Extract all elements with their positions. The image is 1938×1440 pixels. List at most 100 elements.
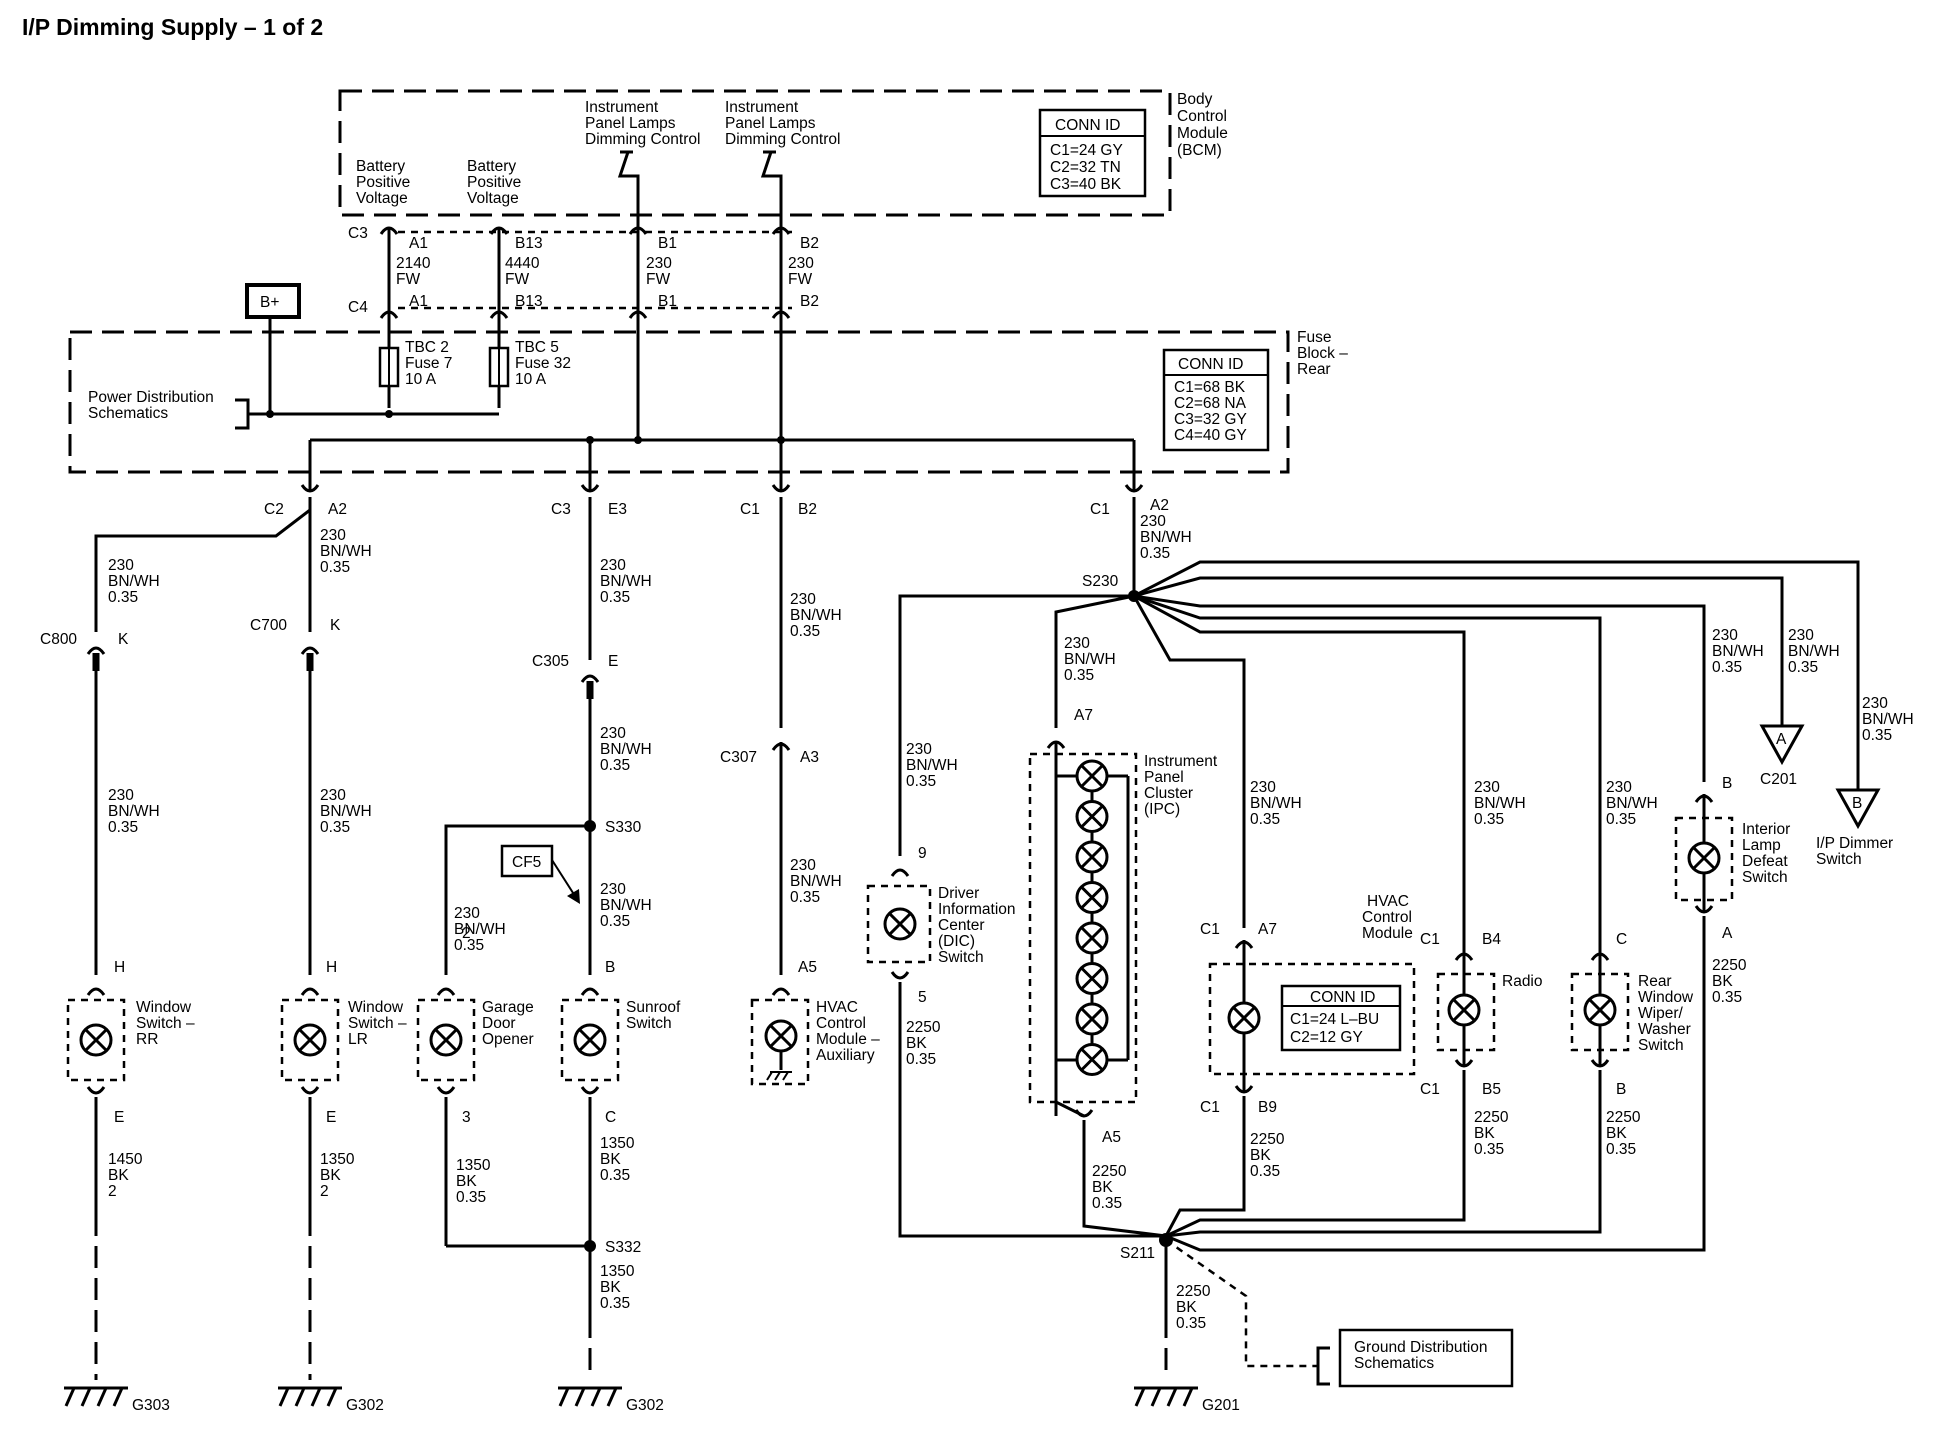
svg-text:230: 230 xyxy=(108,787,134,804)
svg-text:230: 230 xyxy=(1140,513,1166,530)
svg-text:C2=68 NA: C2=68 NA xyxy=(1174,395,1247,412)
svg-text:BK: BK xyxy=(108,1167,129,1184)
svg-text:E: E xyxy=(114,1109,124,1126)
svg-text:C2: C2 xyxy=(264,501,284,518)
interior-lamp-defeat-switch: B Interior Lamp Defeat Switch A 2250 BK … xyxy=(1165,775,1790,1252)
svg-text:230: 230 xyxy=(1712,627,1738,644)
svg-text:Switch: Switch xyxy=(1638,1037,1684,1054)
svg-text:Battery: Battery xyxy=(356,158,405,175)
svg-text:B: B xyxy=(605,959,615,976)
svg-text:C3: C3 xyxy=(348,225,368,242)
bcm-conn-id-table: CONN ID C1=24 GY C2=32 TN C3=40 BK xyxy=(1038,108,1147,198)
svg-text:Module: Module xyxy=(1362,925,1413,942)
svg-text:BN/WH: BN/WH xyxy=(454,921,506,938)
svg-text:TBC 2: TBC 2 xyxy=(405,339,449,356)
svg-text:0.35: 0.35 xyxy=(1250,1163,1280,1180)
svg-text:C2=12 GY: C2=12 GY xyxy=(1290,1029,1363,1046)
svg-text:B2: B2 xyxy=(800,293,819,310)
c201-reference: A C201 xyxy=(1759,724,1805,788)
bcm-name-3: Module xyxy=(1177,125,1228,142)
s211-ground: S211 2250 BK 0.35 G201 Ground Distributi… xyxy=(1120,1233,1514,1414)
hvac-control-module: C1 A7 HVAC Control Module CONN ID C1=24 … xyxy=(1164,893,1416,1237)
hvac-aux-circuit: 230 BN/WH 0.35 C307 A3 230 BN/WH 0.35 A5… xyxy=(720,497,880,1086)
fuse-block-name-1: Fuse xyxy=(1297,329,1331,346)
svg-text:BN/WH: BN/WH xyxy=(1064,651,1116,668)
svg-text:0.35: 0.35 xyxy=(600,1167,630,1184)
svg-text:0.35: 0.35 xyxy=(906,1051,936,1068)
svg-text:Module –: Module – xyxy=(816,1031,880,1048)
svg-text:HVAC: HVAC xyxy=(816,999,858,1016)
svg-text:0.35: 0.35 xyxy=(1788,659,1818,676)
bcm-name-2: Control xyxy=(1177,108,1227,125)
svg-text:2140: 2140 xyxy=(396,255,431,272)
svg-text:4440: 4440 xyxy=(505,255,540,272)
ipc-lamp xyxy=(1075,759,1109,793)
svg-text:Window: Window xyxy=(348,999,404,1016)
svg-text:Voltage: Voltage xyxy=(356,190,408,207)
svg-text:230: 230 xyxy=(1788,627,1814,644)
svg-text:Window: Window xyxy=(1638,989,1694,1006)
svg-text:0.35: 0.35 xyxy=(1474,811,1504,828)
power-distribution-label-1: Power Distribution xyxy=(88,389,214,406)
svg-text:2250: 2250 xyxy=(1474,1109,1509,1126)
body-control-module: Body Control Module (BCM) CONN ID C1=24 … xyxy=(338,89,1228,234)
svg-text:B1: B1 xyxy=(658,293,677,310)
svg-text:0.35: 0.35 xyxy=(456,1189,486,1206)
svg-text:2: 2 xyxy=(108,1183,117,1200)
svg-text:Sunroof: Sunroof xyxy=(626,999,681,1016)
svg-text:230: 230 xyxy=(1606,779,1632,796)
svg-text:2250: 2250 xyxy=(1712,957,1747,974)
svg-text:RR: RR xyxy=(136,1031,158,1048)
svg-text:1350: 1350 xyxy=(320,1151,355,1168)
svg-text:Opener: Opener xyxy=(482,1031,534,1048)
svg-text:Dimming Control: Dimming Control xyxy=(725,131,840,148)
svg-text:Panel: Panel xyxy=(1144,769,1184,786)
svg-text:0.35: 0.35 xyxy=(600,1295,630,1312)
radio: C1 B4 Radio C1 B5 2250 BK 0.35 xyxy=(1165,931,1543,1238)
svg-text:FW: FW xyxy=(646,271,670,288)
svg-text:S330: S330 xyxy=(605,819,642,836)
svg-text:C: C xyxy=(605,1109,616,1126)
svg-text:230: 230 xyxy=(600,881,626,898)
bcm-name-1: Body xyxy=(1177,91,1213,108)
svg-text:2: 2 xyxy=(462,925,471,942)
svg-text:BK: BK xyxy=(1176,1299,1197,1316)
svg-text:B1: B1 xyxy=(658,235,677,252)
bcm-conn-c3: C3=40 BK xyxy=(1050,176,1122,193)
svg-text:BK: BK xyxy=(1712,973,1733,990)
svg-text:TBC 5: TBC 5 xyxy=(515,339,559,356)
ipc-lamp xyxy=(1075,921,1109,955)
svg-text:230: 230 xyxy=(600,725,626,742)
svg-text:1350: 1350 xyxy=(456,1157,491,1174)
svg-text:B9: B9 xyxy=(1258,1099,1277,1116)
svg-text:BN/WH: BN/WH xyxy=(790,607,842,624)
svg-text:Defeat: Defeat xyxy=(1742,853,1788,870)
svg-text:(DIC): (DIC) xyxy=(938,933,975,950)
fuse-block-name-2: Block – xyxy=(1297,345,1348,362)
svg-text:BN/WH: BN/WH xyxy=(1250,795,1302,812)
window-switch-rr-circuit: 230 BN/WH 0.35 C800 K 230 BN/WH 0.35 H W… xyxy=(40,497,312,1414)
svg-text:0.35: 0.35 xyxy=(790,889,820,906)
svg-text:C800: C800 xyxy=(40,631,77,648)
svg-text:BK: BK xyxy=(320,1167,341,1184)
fuse-block-rear: Fuse Block – Rear CONN ID C1=68 BK C2=68… xyxy=(68,283,1348,490)
svg-text:HVAC: HVAC xyxy=(1367,893,1409,910)
svg-text:S211: S211 xyxy=(1120,1245,1155,1262)
svg-text:BN/WH: BN/WH xyxy=(320,803,372,820)
svg-text:A7: A7 xyxy=(1258,921,1277,938)
svg-text:2250: 2250 xyxy=(906,1019,941,1036)
svg-text:Switch –: Switch – xyxy=(136,1015,195,1032)
svg-text:230: 230 xyxy=(906,741,932,758)
svg-text:0.35: 0.35 xyxy=(1176,1315,1206,1332)
svg-text:Positive: Positive xyxy=(467,174,521,191)
svg-text:1350: 1350 xyxy=(600,1135,635,1152)
svg-text:A1: A1 xyxy=(409,235,428,252)
svg-text:5: 5 xyxy=(918,989,927,1006)
svg-text:0.35: 0.35 xyxy=(906,773,936,790)
svg-text:A7: A7 xyxy=(1074,707,1093,724)
svg-text:0.35: 0.35 xyxy=(320,819,350,836)
svg-text:Panel Lamps: Panel Lamps xyxy=(585,115,676,132)
svg-text:Switch –: Switch – xyxy=(348,1015,407,1032)
svg-text:E: E xyxy=(326,1109,336,1126)
svg-text:Ground Distribution: Ground Distribution xyxy=(1354,1339,1488,1356)
